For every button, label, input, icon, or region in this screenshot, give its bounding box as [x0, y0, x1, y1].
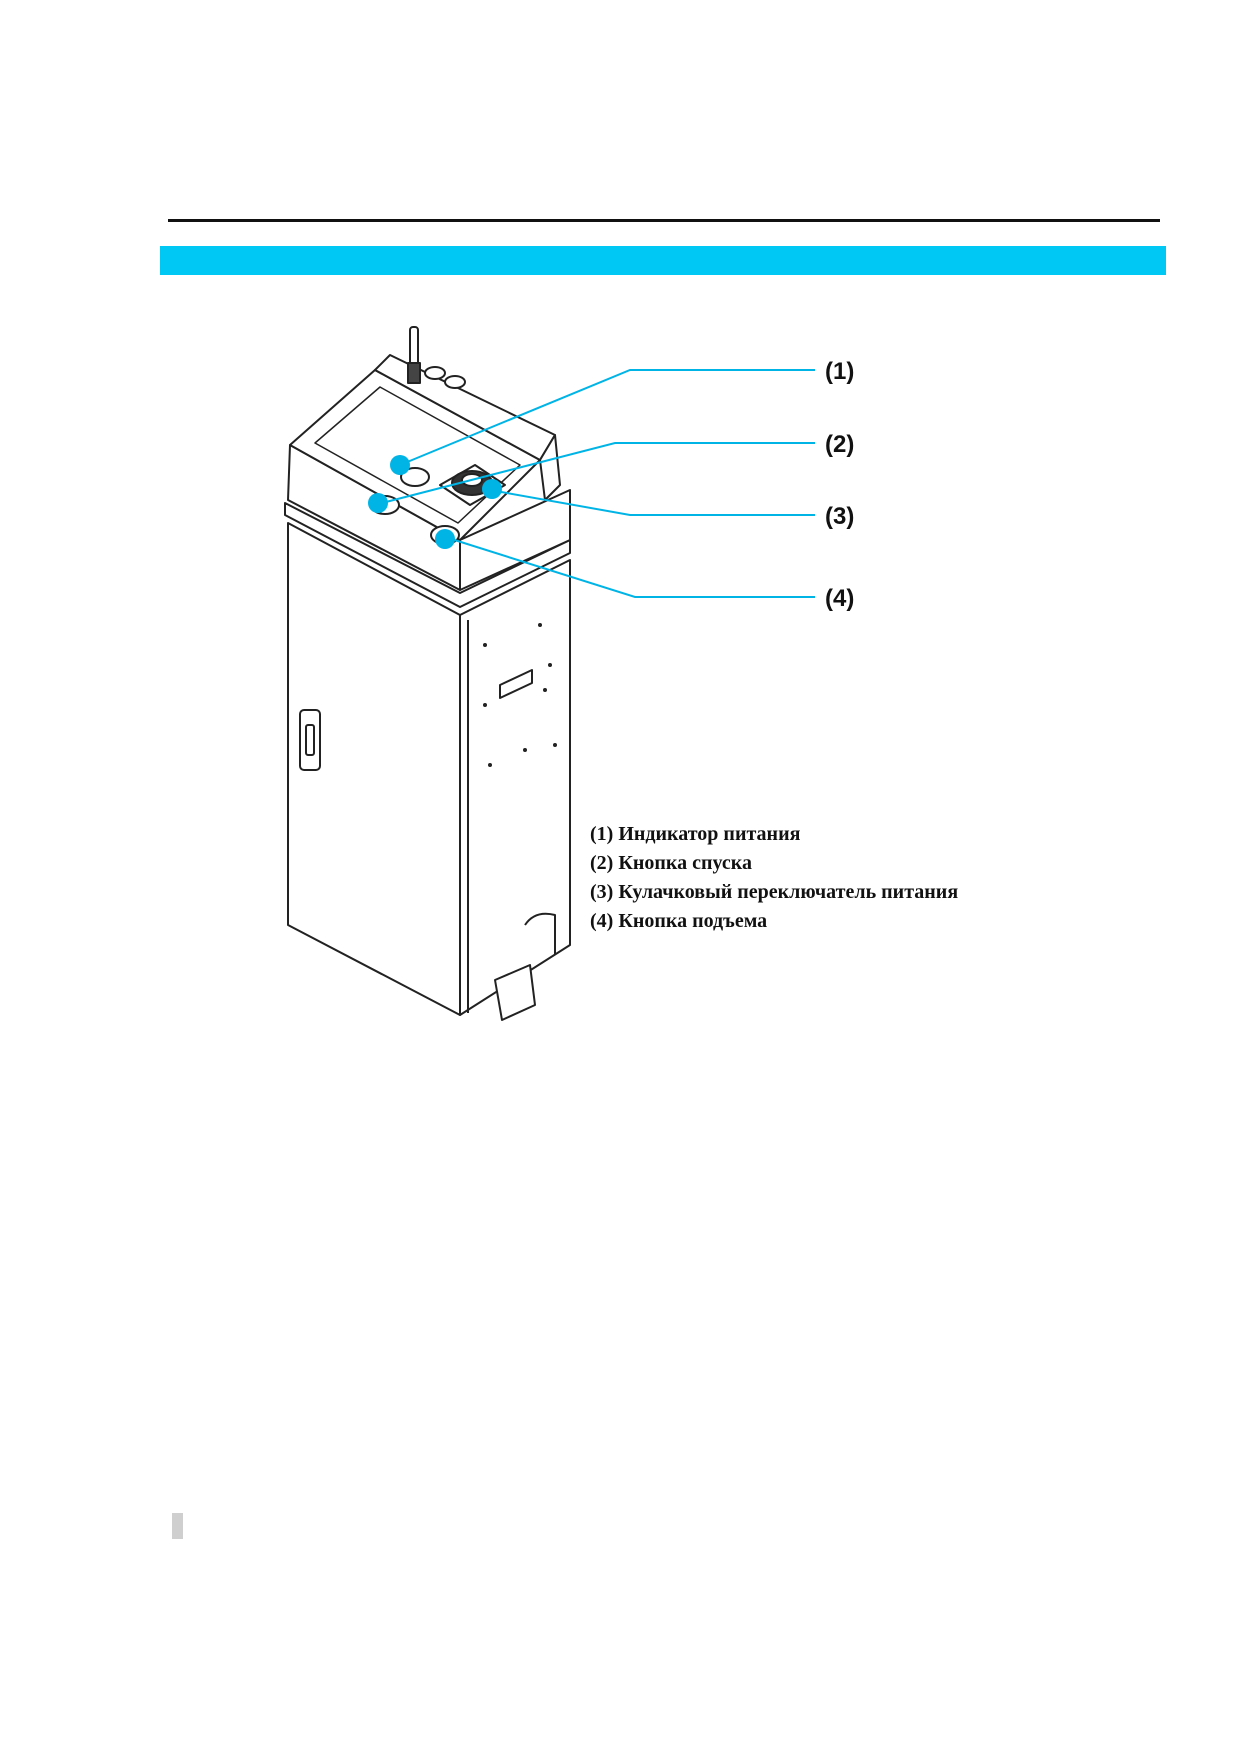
legend-item-cam-switch: (3) Кулачковый переключатель питания — [590, 881, 959, 903]
callout-label-3: (3) — [825, 503, 854, 530]
leader-4 — [444, 536, 815, 598]
cabinet-drawing — [284, 326, 571, 1021]
callout-dot-3 — [482, 479, 502, 499]
callout-label-2: (2) — [825, 431, 854, 458]
callout-dot-2 — [368, 493, 388, 513]
leader-1 — [399, 369, 815, 466]
legend-item-down-button: (2) Кнопка спуска — [590, 852, 752, 874]
legend-item-up-button: (4) Кнопка подъема — [590, 910, 768, 932]
legend-item-power-indicator: (1) Индикатор питания — [590, 823, 801, 845]
callout-dot-4 — [435, 529, 455, 549]
callout-label-1: (1) — [825, 358, 854, 385]
control-cabinet-figure: (1) (2) (3) (4) — [284, 326, 854, 1021]
header-rule — [168, 219, 1160, 222]
mounting-foot — [494, 964, 536, 1021]
power-indicator — [400, 467, 430, 487]
leader-3 — [489, 489, 815, 516]
section-title-bar — [160, 246, 1166, 275]
callout-label-4: (4) — [825, 585, 854, 612]
figure-legend: (1) Индикатор питания (2) Кнопка спуска … — [590, 820, 958, 936]
leader-2 — [381, 442, 815, 504]
callout-dot-1 — [390, 455, 410, 475]
callout-leaders — [381, 369, 815, 598]
footer-mark — [172, 1513, 183, 1539]
cabinet-side-panel — [459, 559, 571, 1016]
callout-dots — [368, 455, 502, 549]
